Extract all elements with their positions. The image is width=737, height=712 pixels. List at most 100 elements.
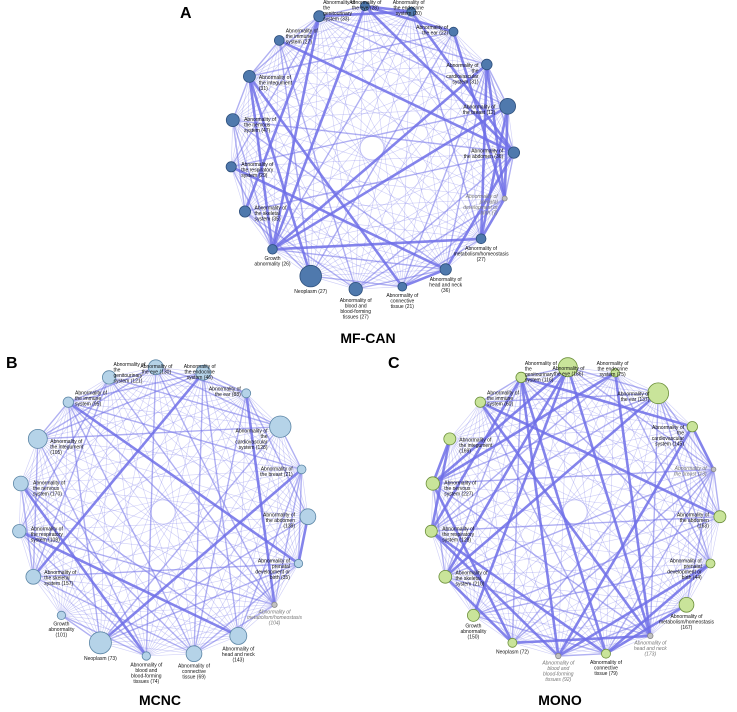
network-edge [567, 366, 693, 427]
network-node [62, 396, 74, 408]
network-edge [355, 286, 403, 290]
network-node [267, 244, 278, 255]
network-edge [67, 401, 300, 565]
network-edge [19, 438, 39, 532]
network-edge [355, 238, 482, 290]
network-edge [444, 575, 514, 644]
network-edge [237, 469, 303, 637]
network-edge [99, 426, 281, 644]
network-edge [232, 40, 280, 121]
network-edge [68, 366, 157, 403]
network-edge [445, 438, 451, 577]
network-edge [37, 372, 204, 440]
network-edge [657, 392, 721, 518]
network-edge [479, 64, 489, 239]
network-edge [449, 438, 714, 470]
network-edge [318, 16, 403, 287]
network-edge [449, 372, 616, 440]
network-edge [355, 152, 515, 290]
network-node [102, 370, 117, 385]
network-edge [445, 64, 488, 270]
network-edge [473, 615, 559, 657]
panel-c-letter: C [388, 355, 400, 372]
network-node [359, 1, 370, 12]
network-edge [558, 516, 721, 657]
network-edge [432, 483, 446, 577]
network-node [195, 364, 212, 381]
network-edge [37, 438, 101, 643]
network-node [713, 510, 727, 524]
network-edge [249, 64, 487, 77]
network-edge [512, 516, 721, 644]
network-edge [449, 393, 659, 440]
network-node [229, 627, 248, 645]
network-edge [61, 615, 195, 654]
network-node [438, 569, 453, 584]
network-edge [473, 372, 616, 616]
network-edge [67, 401, 195, 655]
network-edge [432, 426, 693, 484]
network-edge [20, 426, 281, 484]
network-edge [431, 483, 434, 532]
network-edge [100, 642, 195, 654]
network-edge [453, 31, 488, 65]
network-edge [558, 372, 616, 657]
network-edge [68, 372, 204, 403]
network-edge [272, 249, 403, 287]
network-edge [432, 483, 474, 616]
network-node [269, 415, 292, 438]
network-node [507, 146, 521, 159]
network-edge [480, 401, 693, 427]
network-edge [244, 6, 366, 212]
network-edge [19, 483, 22, 532]
network-node [647, 632, 654, 640]
network-edge [279, 40, 508, 107]
network-edge [279, 40, 403, 287]
network-edge [512, 634, 651, 645]
network-edge [18, 530, 147, 657]
network-edge [452, 31, 506, 199]
network-edge [33, 576, 239, 637]
network-node [242, 70, 256, 83]
network-edge [319, 10, 412, 18]
network-edge [33, 576, 275, 606]
network-edge [61, 516, 309, 616]
network-edge [232, 76, 251, 121]
network-edge [33, 516, 308, 578]
network-edge [33, 576, 62, 616]
network-edge [245, 393, 299, 564]
network-edge [557, 426, 694, 657]
network-edge [310, 16, 320, 277]
network-edge [146, 604, 275, 657]
network-edge [519, 377, 608, 655]
network-edge [68, 401, 309, 517]
network-node [507, 637, 518, 648]
network-edge [272, 152, 515, 250]
network-edge [445, 576, 559, 657]
network-edge [605, 635, 651, 654]
network-edge [567, 366, 659, 394]
network-edge [431, 438, 452, 484]
network-edge [231, 166, 482, 240]
network-edge [248, 15, 320, 77]
network-node [686, 421, 698, 433]
network-edge [202, 372, 309, 517]
network-edge [566, 366, 652, 637]
network-edge [432, 377, 522, 484]
network-edge [512, 642, 559, 657]
network-node [439, 263, 452, 276]
